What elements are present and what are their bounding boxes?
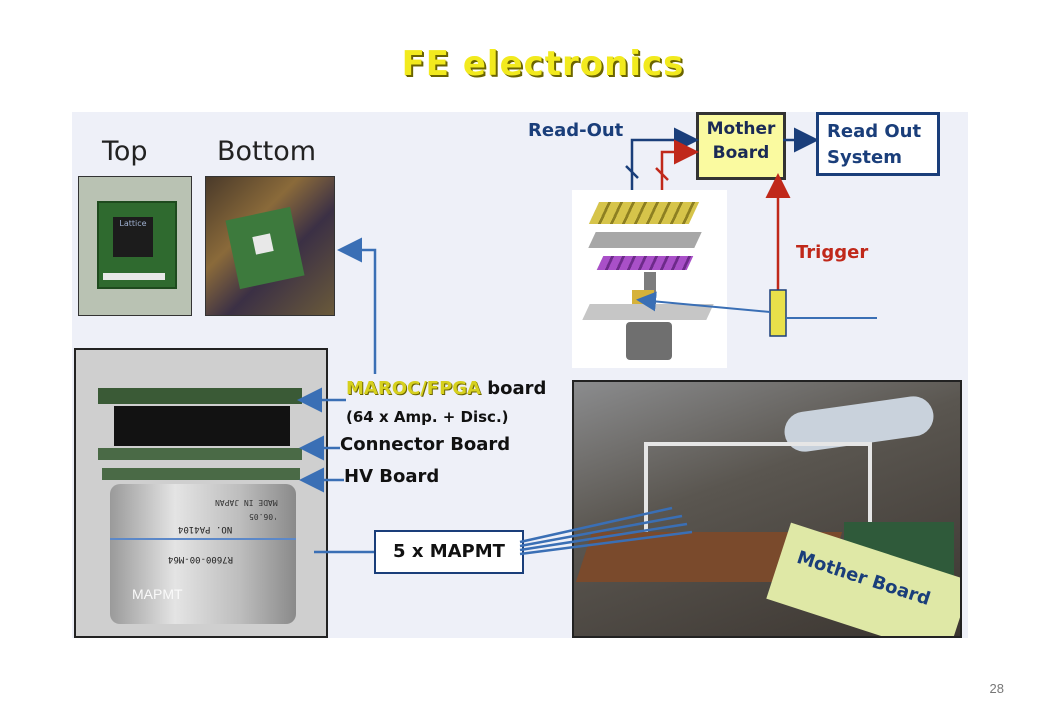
trigger-to-render-arrow [636,291,771,313]
stack-board-3 [102,468,300,480]
read-out-label: Read-Out [528,120,624,141]
stack-connector [114,406,290,446]
red-tick [655,167,669,181]
stack-board-1 [98,388,302,404]
connector-board-label: Connector Board [340,434,511,455]
chip-label: Lattice [119,219,147,228]
fpga-chip: Lattice [113,217,153,257]
connector-strip [103,273,165,280]
read-out-tick [625,165,639,179]
connector-lines [297,127,877,556]
amp-disc-label: (64 x Amp. + Disc.) [346,408,509,426]
mapmt-fan-2 [519,514,683,548]
maroc-to-bottom-arrow [337,237,377,374]
mapmt-fan-4 [519,530,693,556]
maroc-fpga-text: MAROC/FPGA [346,378,481,399]
trigger-module [769,289,787,337]
bottom-label: Bottom [217,136,317,167]
red-signal-line [660,139,699,190]
render-cylinder [626,322,672,360]
stack-board-2 [98,448,302,460]
slide-title: FE electronics [401,44,685,84]
trigger-label: Trigger [796,242,869,263]
assembly-render [572,190,727,368]
board-top-photo: Lattice [78,176,192,316]
hv-board-label: HV Board [344,466,440,487]
maroc-fpga-label: MAROC/FPGA board [346,378,546,399]
fe-electronics-figure: Top Bottom Lattice Mother Board Read Out… [72,112,968,638]
board-text: board [487,378,547,399]
slide-number: 28 [989,681,1004,696]
mapmt-stack-photo: MADE IN JAPAN '06.05 NO. PA4104 R7600-00… [74,348,328,638]
board-bottom-photo [205,176,335,316]
five-mapmt-box: 5 x MAPMT [374,530,524,574]
mapmt-photo-label: MAPMT [132,586,183,602]
mapmt-fan-1 [519,506,673,544]
motherboard-setup-photo: Mother Board [572,380,962,638]
tube-blue-line [110,538,296,540]
mapmt-fan-3 [519,522,688,552]
top-label: Top [102,136,148,167]
mapmt-tube: MADE IN JAPAN '06.05 NO. PA4104 R7600-00… [110,484,296,624]
setup-frame [644,442,872,536]
